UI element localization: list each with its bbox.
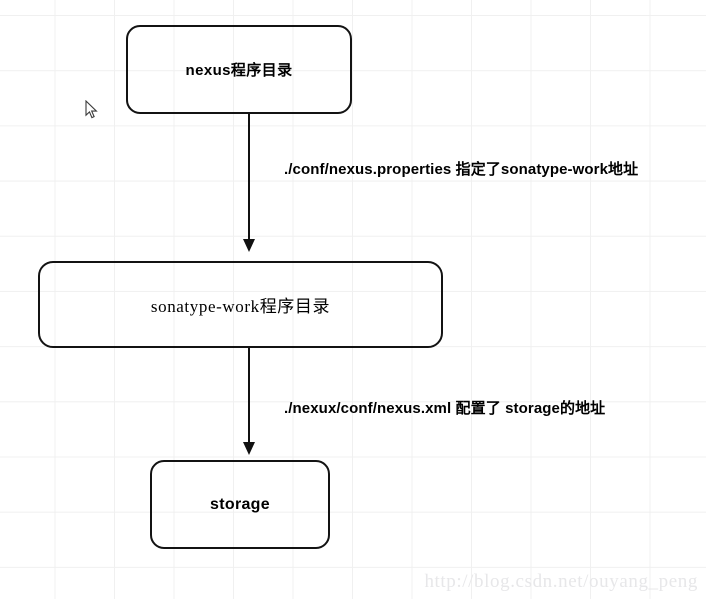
edge-label-nexus-xml: ./nexux/conf/nexus.xml 配置了 storage的地址 <box>284 400 606 417</box>
arrow-head-icon <box>243 442 255 455</box>
connector-line <box>248 113 250 241</box>
node-storage[interactable]: storage <box>150 460 330 549</box>
arrow-head-icon <box>243 239 255 252</box>
connector-line <box>248 348 250 444</box>
watermark-text: http://blog.csdn.net/ouyang_peng <box>424 571 698 592</box>
mouse-pointer-arrow-icon <box>85 99 99 120</box>
node-storage-label: storage <box>210 495 270 513</box>
node-nexus-label: nexus程序目录 <box>185 62 293 79</box>
node-nexus-program-directory[interactable]: nexus程序目录 <box>126 25 352 114</box>
node-sonatype-work-program-directory[interactable]: sonatype-work程序目录 <box>38 261 443 348</box>
node-sonatype-work-label: sonatype-work程序目录 <box>150 297 331 316</box>
edge-label-nexus-properties: ./conf/nexus.properties 指定了sonatype-work… <box>284 161 639 178</box>
